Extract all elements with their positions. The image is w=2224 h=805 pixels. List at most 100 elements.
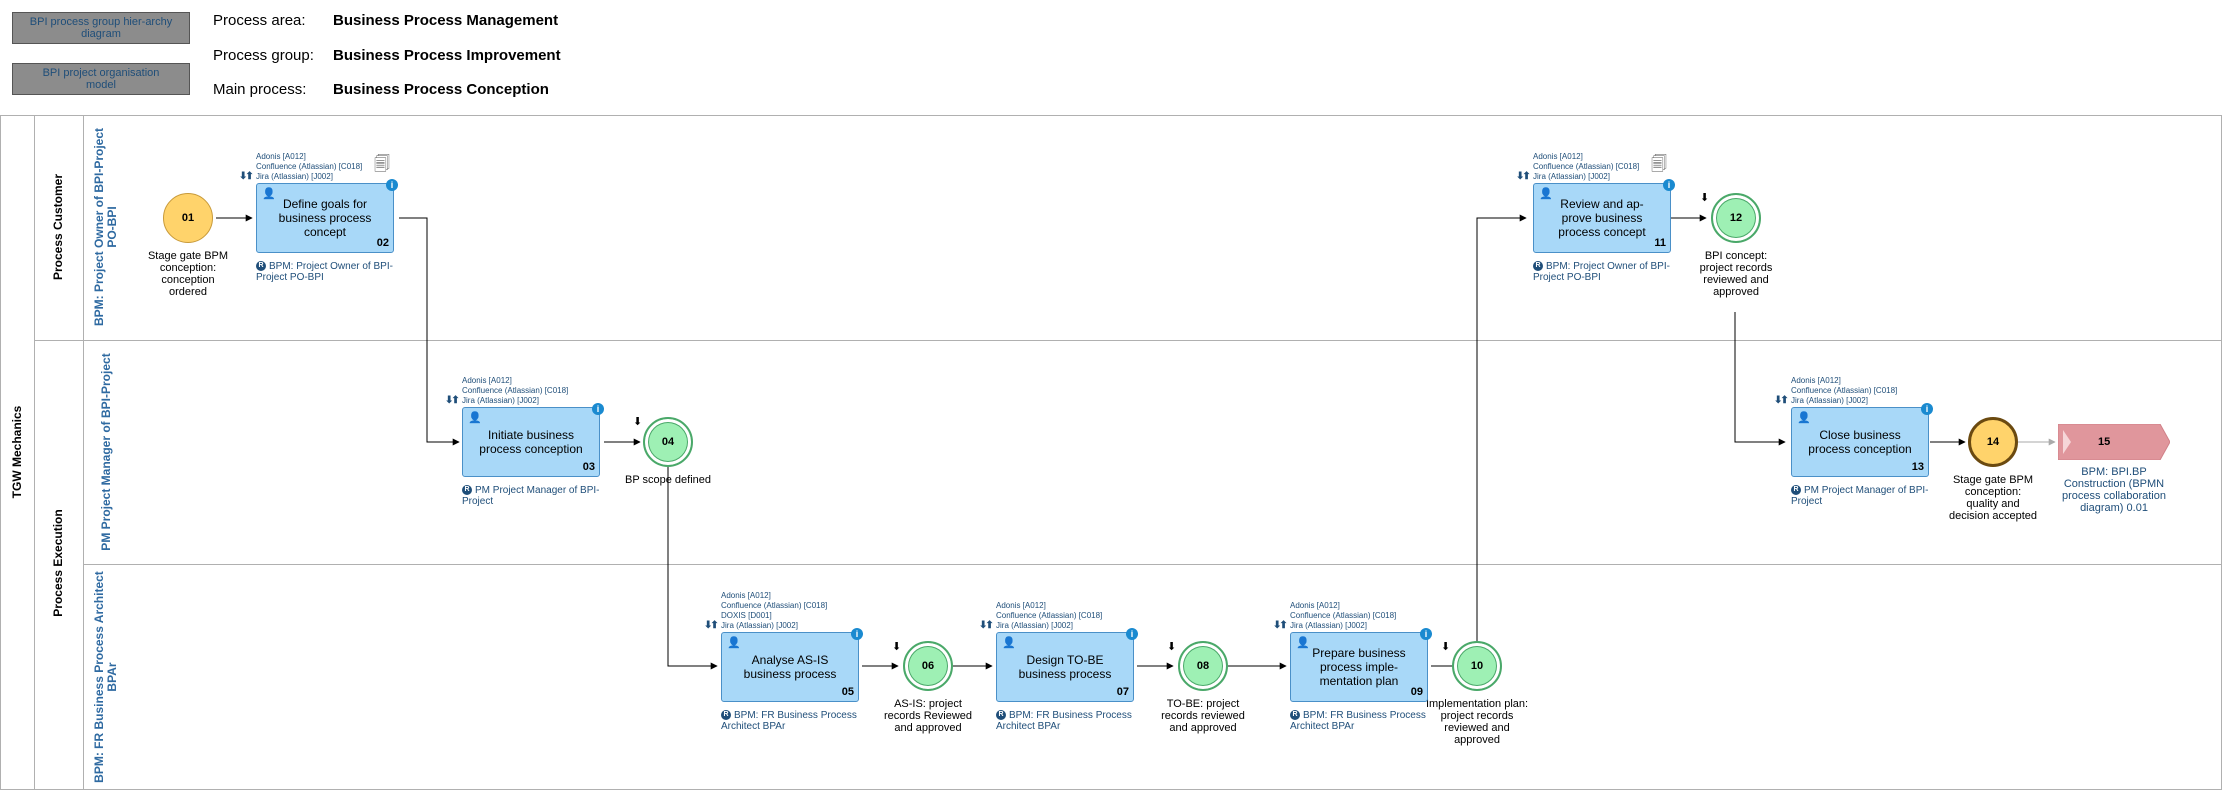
documents-icon[interactable]: 🗐 xyxy=(1651,156,1667,173)
task-05-systems: Adonis [A012]Confluence (Atlassian) [C01… xyxy=(721,591,828,630)
task-02-systems: Adonis [A012]Confluence (Atlassian) [C01… xyxy=(256,152,363,181)
event-06-number: 06 xyxy=(921,660,935,672)
task-11[interactable]: 👤 Review and ap-prove business process c… xyxy=(1533,179,1675,253)
task-13-label: Close business process conception xyxy=(1808,428,1912,456)
process-link-15-label[interactable]: BPM: BPI.BP Construction (BPMN process c… xyxy=(2062,466,2166,514)
task-05[interactable]: 👤 Analyse AS-IS business process 05 i xyxy=(721,628,863,702)
intermediate-event-06[interactable]: 06 xyxy=(903,641,953,691)
lane-role-project-manager: PM Project Manager of BPI-Project xyxy=(99,353,113,551)
person-icon: 👤 xyxy=(1797,412,1811,424)
up-down-arrows-icon: ⬇⬆ xyxy=(1516,171,1531,182)
task-03-number: 03 xyxy=(582,461,595,473)
person-icon: 👤 xyxy=(727,637,741,649)
role-icon: R xyxy=(1290,710,1300,721)
event-04-number: 04 xyxy=(661,436,675,448)
task-13-number: 13 xyxy=(1911,461,1924,473)
person-icon: 👤 xyxy=(468,412,482,424)
lane-role-process-architect: BPM: FR Business Process Architect BPAr xyxy=(92,571,119,783)
info-icon[interactable]: i xyxy=(851,628,863,640)
role-icon: R xyxy=(256,261,266,272)
pool-border xyxy=(0,115,2222,790)
event-10-number: 10 xyxy=(1470,660,1484,672)
task-07-systems: Adonis [A012]Confluence (Atlassian) [C01… xyxy=(996,601,1103,630)
task-09-number: 09 xyxy=(1410,686,1423,698)
task-03[interactable]: 👤 Initiate business process conception 0… xyxy=(462,403,604,477)
intermediate-event-04[interactable]: 04 xyxy=(643,417,693,467)
down-arrow-icon: ⬇ xyxy=(1700,192,1710,204)
info-icon[interactable]: i xyxy=(1420,628,1432,640)
task-13-systems: Adonis [A012]Confluence (Atlassian) [C01… xyxy=(1791,376,1898,405)
info-icon[interactable]: i xyxy=(386,179,398,191)
event-12-label: BPI concept: project records reviewed an… xyxy=(1699,250,1773,298)
task-11-number: 11 xyxy=(1654,237,1666,249)
flow-12-13 xyxy=(1734,312,1786,446)
person-icon: 👤 xyxy=(1296,637,1310,649)
task-13[interactable]: 👤 Close business process conception 13 i xyxy=(1791,403,1933,477)
intermediate-event-12[interactable]: 12 xyxy=(1711,193,1761,243)
start-event-01[interactable]: 01 xyxy=(163,193,213,243)
person-icon: 👤 xyxy=(1002,637,1016,649)
info-icon[interactable]: i xyxy=(1921,403,1933,415)
process-link-15[interactable] xyxy=(2058,424,2170,460)
task-07-number: 07 xyxy=(1116,686,1129,698)
task-05-label: Analyse AS-IS business process xyxy=(743,653,837,681)
event-12-number: 12 xyxy=(1729,212,1743,224)
event-08-number: 08 xyxy=(1196,660,1210,672)
pool-name: TGW Mechanics xyxy=(10,405,24,499)
stage-gate-event-14[interactable]: 14 xyxy=(1968,417,2018,467)
event-06-label: AS-IS: project records Reviewed and appr… xyxy=(883,698,973,734)
intermediate-event-08[interactable]: 08 xyxy=(1178,641,1228,691)
up-down-arrows-icon: ⬇⬆ xyxy=(704,620,719,631)
info-icon[interactable]: i xyxy=(1663,179,1675,191)
documents-icon[interactable]: 🗐 xyxy=(374,156,390,173)
event-01-label: Stage gate BPM conception: conception or… xyxy=(147,250,229,298)
process-area-label: Process area: xyxy=(213,12,306,29)
bpi-org-model-button[interactable]: BPI project organisation model xyxy=(12,63,190,95)
role-icon: R xyxy=(996,710,1006,721)
lane-group-customer: Process Customer xyxy=(51,173,65,281)
process-group-value: Business Process Improvement xyxy=(333,47,561,64)
event-08-label: TO-BE: project records reviewed and appr… xyxy=(1161,698,1245,734)
role-icon: R xyxy=(1533,261,1543,272)
flow-10-11 xyxy=(1476,214,1527,641)
task-09[interactable]: 👤 Prepare business process imple-mentati… xyxy=(1290,628,1432,702)
down-arrow-icon: ⬇ xyxy=(1441,641,1451,653)
event-14-number: 14 xyxy=(1986,436,2000,448)
info-icon[interactable]: i xyxy=(592,403,604,415)
flow-02-03 xyxy=(399,217,460,446)
task-07[interactable]: 👤 Design TO-BE business process 07 i xyxy=(996,628,1138,702)
task-07-label: Design TO-BE business process xyxy=(1018,653,1112,681)
bpi-org-model-button-label: BPI project organisation model xyxy=(42,67,160,91)
up-down-arrows-icon: ⬇⬆ xyxy=(1273,620,1288,631)
task-11-systems: Adonis [A012]Confluence (Atlassian) [C01… xyxy=(1533,152,1640,181)
intermediate-event-10[interactable]: 10 xyxy=(1452,641,1502,691)
down-arrow-icon: ⬇ xyxy=(633,416,643,428)
task-02[interactable]: 👤 Define goals for business process conc… xyxy=(256,179,398,253)
up-down-arrows-icon: ⬇⬆ xyxy=(239,171,254,182)
bpi-hierarchy-button-label: BPI process group hier-archy diagram xyxy=(29,16,173,40)
task-02-number: 02 xyxy=(376,237,389,249)
process-area-value: Business Process Management xyxy=(333,12,559,29)
main-process-label: Main process: xyxy=(213,81,307,98)
info-icon[interactable]: i xyxy=(1126,628,1138,640)
role-icon: R xyxy=(721,710,731,721)
main-process-value: Business Process Conception xyxy=(333,81,549,98)
lane-role-project-owner: BPM: Project Owner of BPI-Project PO-BPI xyxy=(92,127,119,327)
event-10-label: Implementation plan: project records rev… xyxy=(1425,698,1529,746)
up-down-arrows-icon: ⬇⬆ xyxy=(445,395,460,406)
event-04-label: BP scope defined xyxy=(624,474,712,486)
person-icon: 👤 xyxy=(1539,188,1553,200)
task-02-label: Define goals for business process concep… xyxy=(278,197,372,239)
flow-04-05 xyxy=(667,467,718,670)
bpi-hierarchy-button[interactable]: BPI process group hier-archy diagram xyxy=(12,12,190,44)
task-11-label: Review and ap-prove business process con… xyxy=(1558,197,1646,239)
up-down-arrows-icon: ⬇⬆ xyxy=(979,620,994,631)
